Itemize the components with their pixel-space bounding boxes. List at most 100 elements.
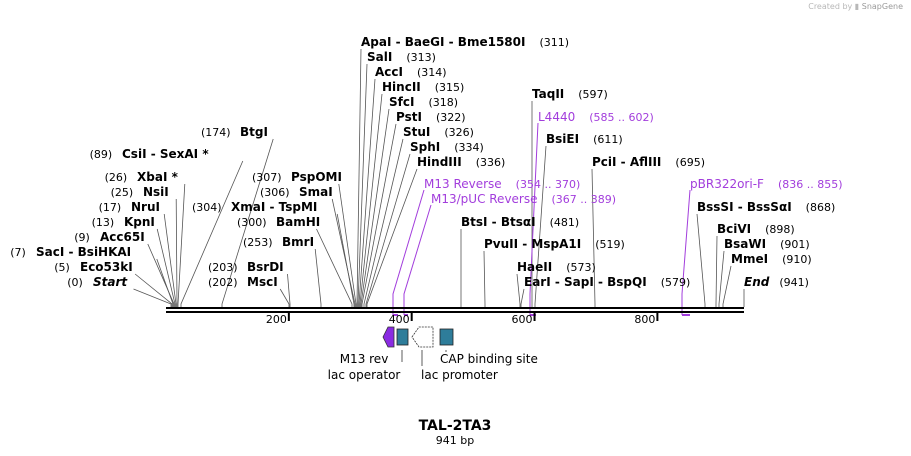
enzyme-name: BmrI bbox=[282, 235, 314, 249]
enzyme-site-label: (89)CsiI - SexAI * bbox=[90, 147, 210, 161]
enzyme-site-label: (307)PspOMI bbox=[252, 170, 342, 184]
enzyme-name: HindIII bbox=[417, 155, 462, 169]
enzyme-site-label: SalI(313) bbox=[367, 50, 436, 64]
enzyme-position: (9) bbox=[74, 231, 90, 244]
enzyme-name: NsiI bbox=[143, 185, 169, 199]
feature-label: lac promoter bbox=[421, 368, 498, 382]
plasmid-length: 941 bp bbox=[436, 434, 474, 447]
enzyme-leader bbox=[316, 228, 353, 307]
primer-label: M13/pUC Reverse(367 .. 389) bbox=[431, 192, 616, 206]
enzyme-leader bbox=[696, 213, 706, 307]
enzyme-leader bbox=[221, 138, 274, 307]
cap-binding-site-box bbox=[439, 328, 454, 346]
enzyme-site-label: (304)XmaI - TspMI bbox=[192, 200, 317, 214]
enzyme-labels: ApaI - BaeGI - Bme1580I(311)SalI(313)Acc… bbox=[10, 35, 835, 289]
enzyme-name: BtsI - BtsαI bbox=[461, 215, 536, 229]
enzyme-name: AccI bbox=[375, 65, 403, 79]
enzyme-name: PvuII - MspA1I bbox=[484, 237, 581, 251]
enzyme-site-label: (17)NruI bbox=[99, 200, 160, 214]
enzyme-site-label: (203)BsrDI bbox=[208, 260, 284, 274]
enzyme-position: (322) bbox=[436, 111, 466, 124]
enzyme-site-label: PvuII - MspA1I(519) bbox=[484, 237, 625, 251]
enzyme-site-label: BsaWI(901) bbox=[724, 237, 810, 251]
enzyme-site-label: (202) MscI bbox=[208, 275, 278, 289]
enzyme-position: (174) bbox=[201, 126, 231, 139]
enzyme-position: (25) bbox=[111, 186, 134, 199]
enzyme-leader bbox=[356, 48, 362, 307]
enzyme-position: (597) bbox=[578, 88, 608, 101]
enzyme-site-label: SphI(334) bbox=[410, 140, 484, 154]
enzyme-leader bbox=[279, 288, 290, 307]
enzyme-name: Acc65I bbox=[100, 230, 145, 244]
enzyme-site-label: (0)Start bbox=[67, 275, 128, 289]
enzyme-leader bbox=[336, 213, 355, 307]
enzyme-leader bbox=[365, 153, 411, 307]
enzyme-position: (0) bbox=[67, 276, 83, 289]
enzyme-site-label: HincII (315) bbox=[382, 80, 464, 94]
enzyme-site-label: PstI (322) bbox=[396, 110, 466, 124]
enzyme-leader bbox=[314, 248, 322, 307]
enzyme-name: MscI bbox=[247, 275, 278, 289]
enzyme-position: (315) bbox=[435, 81, 465, 94]
enzyme-name: SfcI bbox=[389, 95, 414, 109]
enzyme-site-label: AccI (314) bbox=[375, 65, 447, 79]
enzyme-name: BsiEI bbox=[546, 132, 579, 146]
lac-operator-box bbox=[396, 328, 409, 346]
enzyme-position: (314) bbox=[417, 66, 447, 79]
primer-label: pBR322ori-F(836 .. 855) bbox=[690, 177, 843, 191]
enzyme-name: SalI bbox=[367, 50, 392, 64]
enzyme-name: HaeII bbox=[517, 260, 552, 274]
enzyme-name: SmaI bbox=[299, 185, 333, 199]
enzyme-site-label: (174) BtgI bbox=[201, 125, 268, 139]
enzyme-site-label: (26)XbaI * bbox=[105, 170, 179, 184]
feature-label: lac operator bbox=[328, 368, 401, 382]
enzyme-site-label: BsiEI (611) bbox=[546, 132, 623, 146]
enzyme-position: (326) bbox=[444, 126, 474, 139]
sequence-backbone bbox=[166, 307, 744, 313]
enzyme-leader bbox=[134, 273, 173, 307]
enzyme-position: (202) bbox=[208, 276, 238, 289]
enzyme-name: End bbox=[744, 275, 770, 289]
enzyme-position: (481) bbox=[550, 216, 580, 229]
enzyme-site-label: BssSI - BssSαI(868) bbox=[697, 200, 835, 214]
enzyme-position: (306) bbox=[260, 186, 290, 199]
enzyme-position: (336) bbox=[476, 156, 506, 169]
enzyme-leader bbox=[177, 183, 186, 307]
enzyme-leader-lines bbox=[133, 48, 745, 307]
enzyme-position: (868) bbox=[806, 201, 836, 214]
enzyme-leader bbox=[156, 228, 176, 307]
enzyme-position: (611) bbox=[593, 133, 623, 146]
enzyme-name: BtgI bbox=[240, 125, 268, 139]
m13-rev-arrow bbox=[382, 326, 395, 348]
enzyme-position: (304) bbox=[192, 201, 222, 214]
enzyme-leader bbox=[360, 108, 390, 307]
axis-tick-label: 200 bbox=[266, 313, 287, 326]
enzyme-leader bbox=[180, 160, 244, 307]
enzyme-position: (579) bbox=[661, 276, 691, 289]
enzyme-name: HincII bbox=[382, 80, 421, 94]
enzyme-name: ApaI - BaeGI - Bme1580I bbox=[361, 35, 525, 49]
enzyme-leader bbox=[133, 288, 172, 307]
enzyme-position: (300) bbox=[237, 216, 267, 229]
enzyme-leader bbox=[520, 288, 525, 307]
watermark-prefix: Created by bbox=[808, 2, 853, 11]
enzyme-name: Eco53kI bbox=[80, 260, 133, 274]
enzyme-site-label: (7)SacI - BsiHKAI bbox=[10, 245, 131, 259]
enzyme-name: PstI bbox=[396, 110, 422, 124]
primer-labels: L4440(585 .. 602)M13 Reverse(354 .. 370)… bbox=[424, 110, 843, 206]
enzyme-site-label: (13)KpnI bbox=[92, 215, 155, 229]
feature-track bbox=[382, 326, 454, 366]
enzyme-name: BciVI bbox=[717, 222, 751, 236]
enzyme-position: (253) bbox=[243, 236, 273, 249]
enzyme-position: (203) bbox=[208, 261, 238, 274]
enzyme-name: SphI bbox=[410, 140, 440, 154]
primer-leader bbox=[403, 204, 432, 315]
enzyme-site-label: BtsI - BtsαI (481) bbox=[461, 215, 579, 229]
enzyme-site-label: (9) Acc65I bbox=[74, 230, 144, 244]
axis-tick-label: 800 bbox=[634, 313, 655, 326]
enzyme-leader bbox=[722, 265, 732, 307]
enzyme-site-label: HaeII(573) bbox=[517, 260, 596, 274]
enzyme-leader bbox=[331, 198, 356, 307]
enzyme-site-label: (253) BmrI bbox=[243, 235, 314, 249]
